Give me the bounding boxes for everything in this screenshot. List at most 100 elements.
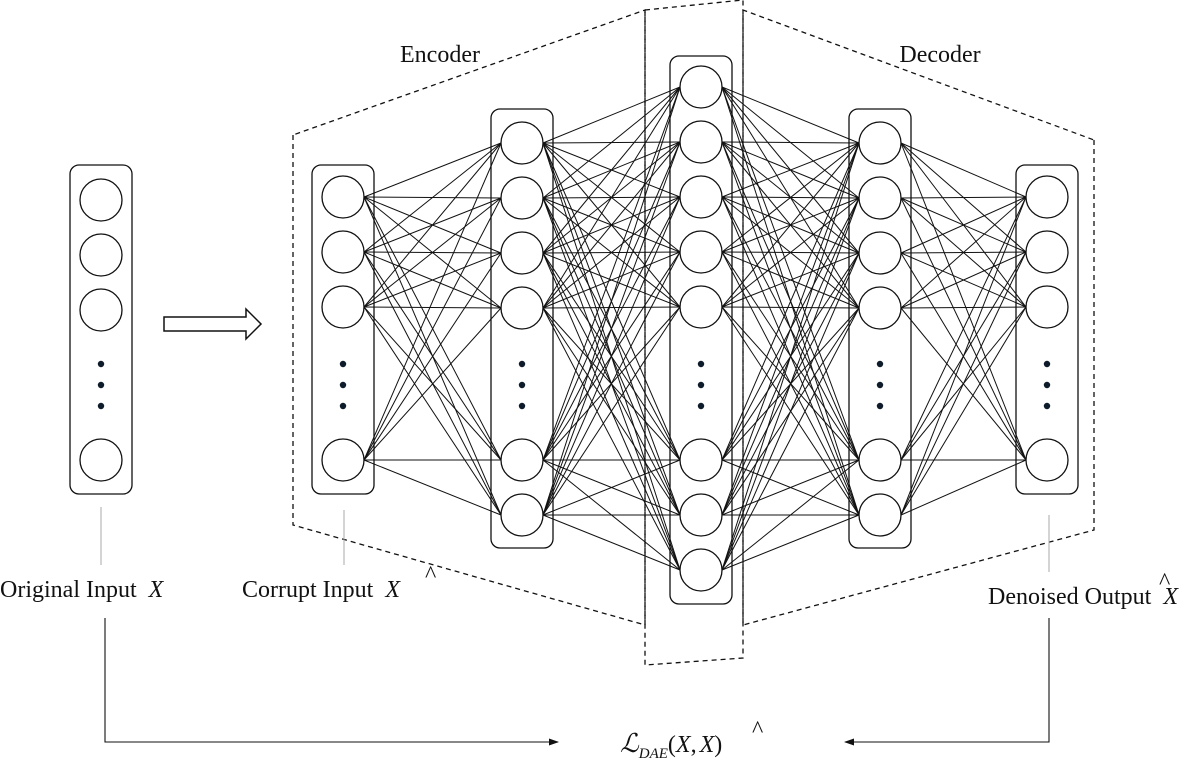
neuron-node <box>321 438 365 482</box>
connection-line <box>721 197 860 571</box>
connection-line <box>721 141 860 144</box>
connection-line <box>542 307 681 571</box>
ellipsis-dot <box>697 360 705 368</box>
connection-line <box>542 86 681 144</box>
connection-line <box>721 86 860 144</box>
connections-encoder-hidden-to-bottleneck <box>542 86 681 571</box>
connection-line <box>900 306 1027 516</box>
connection-line <box>542 306 681 516</box>
neuron-node <box>500 231 544 275</box>
neuron-node <box>679 175 723 219</box>
ellipsis-dot <box>97 402 105 410</box>
connections-decoder-hidden-to-denoised-output <box>900 142 1027 516</box>
connection-line <box>363 142 502 461</box>
connection-line <box>363 197 502 461</box>
connection-line <box>721 514 860 571</box>
connections-bottleneck-to-decoder-hidden <box>721 86 860 571</box>
connection-line <box>542 306 681 309</box>
connection-line <box>363 142 502 253</box>
ellipsis-dot <box>518 360 526 368</box>
neuron-node <box>679 120 723 164</box>
connection-line <box>900 306 1027 309</box>
ellipsis-dot <box>339 360 347 368</box>
neuron-node <box>1025 230 1069 274</box>
loss-arg-x: X <box>675 732 692 758</box>
connection-line <box>721 307 860 571</box>
corruption-arrow-icon <box>163 307 263 341</box>
layer-decoder-hidden <box>848 108 912 549</box>
connection-line <box>721 459 860 571</box>
connection-line <box>721 142 860 571</box>
original-input-label: Original Input X <box>0 577 165 603</box>
connection-line <box>542 196 681 516</box>
connection-line <box>542 196 681 309</box>
loss-hat: ^ <box>752 717 763 743</box>
neuron-node <box>1025 285 1069 329</box>
loss-formula: ℒDAE(X,X) ^ <box>620 717 763 761</box>
layer-box <box>490 108 554 549</box>
layer-box <box>69 164 133 495</box>
neuron-node <box>858 438 902 482</box>
layer-original-input <box>69 164 133 495</box>
svg-text:Corrupt Input X: Corrupt Input X <box>242 577 401 603</box>
denoised-output-var: X <box>1162 584 1179 610</box>
neuron-node <box>79 178 123 222</box>
connection-line <box>363 197 502 308</box>
neuron-node <box>858 231 902 275</box>
loss-arrow-left <box>104 618 559 746</box>
connection-line <box>721 142 860 516</box>
neuron-node <box>679 285 723 329</box>
connection-line <box>363 306 502 516</box>
encoder-region-outline <box>292 9 646 626</box>
ellipsis-dot <box>876 381 884 389</box>
connection-line <box>721 142 860 308</box>
connection-line <box>721 142 860 461</box>
network-layers <box>69 55 1079 605</box>
ellipsis-dot <box>518 381 526 389</box>
connection-line <box>363 142 502 308</box>
layer-box <box>311 164 375 495</box>
layer-denoised-output <box>1015 164 1079 495</box>
connection-line <box>721 252 860 571</box>
connection-line <box>363 307 502 461</box>
connection-line <box>363 252 502 461</box>
ellipsis-dot <box>97 381 105 389</box>
neuron-node <box>1025 175 1069 219</box>
connection-line <box>721 86 860 461</box>
layer-box <box>669 55 733 605</box>
neuron-node <box>500 286 544 330</box>
connection-line <box>900 196 1027 199</box>
connection-line <box>542 251 681 516</box>
ellipsis-dot <box>97 360 105 368</box>
svg-text:Denoised Output X: Denoised Output X <box>988 584 1179 610</box>
loss-open-paren: ( <box>668 732 676 758</box>
connection-line <box>900 196 1027 309</box>
neuron-node <box>500 493 544 537</box>
decoder-title: Decoder <box>899 42 980 68</box>
connection-line <box>900 196 1027 254</box>
layer-bottleneck <box>669 55 733 605</box>
ellipsis-dot <box>876 402 884 410</box>
neuron-node <box>321 175 365 219</box>
neuron-node <box>858 121 902 165</box>
ellipsis-dot <box>339 381 347 389</box>
connection-line <box>721 142 860 253</box>
connections-corrupt-input-to-encoder-hidden <box>363 142 502 516</box>
connection-line <box>542 86 681 516</box>
ellipsis-dot <box>1043 402 1051 410</box>
layer-corrupt-input <box>311 164 375 495</box>
neuron-node <box>679 438 723 482</box>
denoised-output-label: Denoised Output X ^ <box>988 569 1179 610</box>
neuron-node <box>79 288 123 332</box>
connection-line <box>721 197 860 308</box>
loss-arrow-right <box>844 618 1050 746</box>
neuron-node <box>679 65 723 109</box>
ellipsis-dot <box>697 402 705 410</box>
neuron-node <box>679 548 723 592</box>
neuron-node <box>858 286 902 330</box>
neuron-node <box>500 438 544 482</box>
loss-close-paren: ) <box>714 732 722 758</box>
loss-symbol: ℒ <box>620 729 640 758</box>
connection-line <box>900 196 1027 516</box>
